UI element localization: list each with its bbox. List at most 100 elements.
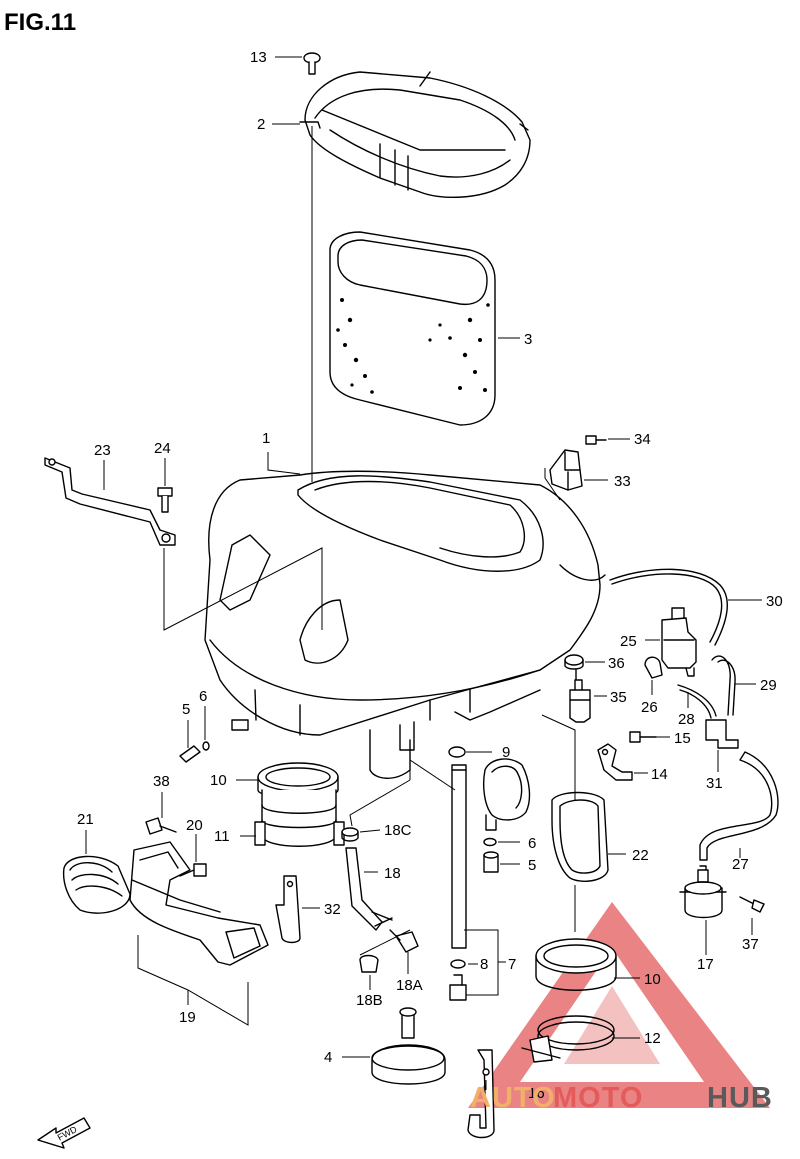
part-6-ring-left xyxy=(202,741,210,751)
part-19-intake-duct xyxy=(129,841,269,966)
callout-2: 2 xyxy=(257,116,265,133)
part-13-screw xyxy=(303,52,321,75)
part-25-solenoid-valve xyxy=(661,607,697,677)
watermark-text: AUTO MOTO HUB xyxy=(470,1082,773,1114)
callout-21: 21 xyxy=(77,811,94,828)
callout-23: 23 xyxy=(94,442,111,459)
part-38-bolt xyxy=(145,817,177,835)
part-27-hose xyxy=(699,751,779,861)
callout-14: 14 xyxy=(651,766,668,783)
callout-11: 11 xyxy=(214,828,230,845)
callout-7: 7 xyxy=(508,956,516,973)
part-3-air-filter xyxy=(329,231,496,426)
callout-35: 35 xyxy=(610,689,627,706)
part-18C-cap xyxy=(341,827,359,842)
part-2-cleaner-cap xyxy=(299,71,531,199)
watermark-logo xyxy=(468,902,770,1108)
part-11-intake-duct xyxy=(254,789,345,847)
callout-9: 9 xyxy=(502,744,510,761)
callout-16: 16 xyxy=(528,1085,545,1102)
callout-18C: 18C xyxy=(384,822,412,839)
part-32-bracket xyxy=(275,875,301,944)
callout-8: 8 xyxy=(480,956,488,973)
part-5-plug-right xyxy=(483,851,499,873)
part-6-ring-right xyxy=(483,837,497,847)
callout-20: 20 xyxy=(186,817,203,834)
part-duct-flange xyxy=(483,758,531,831)
part-17-valve xyxy=(679,865,727,919)
part-33-sensor xyxy=(549,449,583,491)
watermark-triangle-outer xyxy=(468,902,770,1108)
part-28-hose xyxy=(677,684,717,719)
part-8-ring xyxy=(450,959,466,969)
part-9-ring xyxy=(448,746,466,758)
callout-36: 36 xyxy=(608,655,625,672)
filter-mesh-pattern xyxy=(336,298,490,394)
part-4-resonator xyxy=(371,1007,446,1085)
callout-22: 22 xyxy=(632,847,649,864)
callout-17: 17 xyxy=(697,956,714,973)
part-34-screw xyxy=(585,435,607,445)
callout-labels: 13 2 3 1 23 24 34 33 30 25 36 29 35 26 2… xyxy=(77,49,783,1102)
part-24-bolt xyxy=(157,487,173,513)
watermark-hub: HUB xyxy=(707,1082,773,1114)
callout-29: 29 xyxy=(760,677,777,694)
watermark-moto: MOTO xyxy=(553,1082,643,1114)
part-15-bolt xyxy=(629,731,657,743)
callout-13: 13 xyxy=(250,49,267,66)
callout-4: 4 xyxy=(324,1049,332,1066)
callout-37: 37 xyxy=(742,936,759,953)
leader-lines xyxy=(85,56,762,1090)
part-18A-fitting xyxy=(389,929,419,953)
part-20-bolt xyxy=(179,863,207,877)
callout-5-right: 5 xyxy=(528,857,536,874)
callout-28: 28 xyxy=(678,711,695,728)
part-1-cleaner-case xyxy=(204,470,606,779)
part-18-hose xyxy=(345,847,393,931)
part-26-clip xyxy=(644,656,663,679)
part-35-sensor xyxy=(569,669,591,723)
fwd-arrow-icon: FWD xyxy=(37,1117,91,1149)
callout-38: 38 xyxy=(153,773,170,790)
callout-10-lower: 10 xyxy=(644,971,661,988)
callout-30: 30 xyxy=(766,593,783,610)
callout-18B: 18B xyxy=(356,992,383,1009)
callout-25: 25 xyxy=(620,633,637,650)
callout-32: 32 xyxy=(324,901,341,918)
part-5-plug-left xyxy=(179,745,201,763)
callout-33: 33 xyxy=(614,473,631,490)
part-7-drain-plug xyxy=(449,974,467,1001)
callout-6-right: 6 xyxy=(528,835,536,852)
figure-title: FIG.11 xyxy=(4,9,76,36)
callout-1: 1 xyxy=(262,430,270,447)
part-14-bracket xyxy=(597,743,633,781)
part-21-funnel xyxy=(62,855,131,914)
callout-10-upper: 10 xyxy=(210,772,227,789)
callout-26: 26 xyxy=(641,699,658,716)
callout-24: 24 xyxy=(154,440,171,457)
callout-19: 19 xyxy=(179,1009,196,1026)
part-31-fitting xyxy=(705,719,739,749)
part-23-bracket xyxy=(44,457,176,546)
watermark-auto: AUTO xyxy=(470,1082,556,1114)
part-7-drain-tube xyxy=(451,764,467,949)
part-16-bracket xyxy=(467,1049,495,1139)
callout-18: 18 xyxy=(384,865,401,882)
part-36-cap xyxy=(564,654,584,670)
part-30-hose xyxy=(609,568,728,646)
part-22-cover xyxy=(551,791,609,882)
callout-12: 12 xyxy=(644,1030,661,1047)
part-12-clamp xyxy=(521,1015,615,1063)
callout-6-left: 6 xyxy=(199,688,207,705)
callout-18A: 18A xyxy=(396,977,423,994)
part-18B-clip xyxy=(359,954,379,973)
callout-31: 31 xyxy=(706,775,723,792)
callout-3: 3 xyxy=(524,331,532,348)
callout-34: 34 xyxy=(634,431,651,448)
callout-5-left: 5 xyxy=(182,701,190,718)
callout-15: 15 xyxy=(674,730,691,747)
part-29-hose xyxy=(711,655,736,716)
callout-27: 27 xyxy=(732,856,749,873)
part-37-screw xyxy=(739,896,765,913)
